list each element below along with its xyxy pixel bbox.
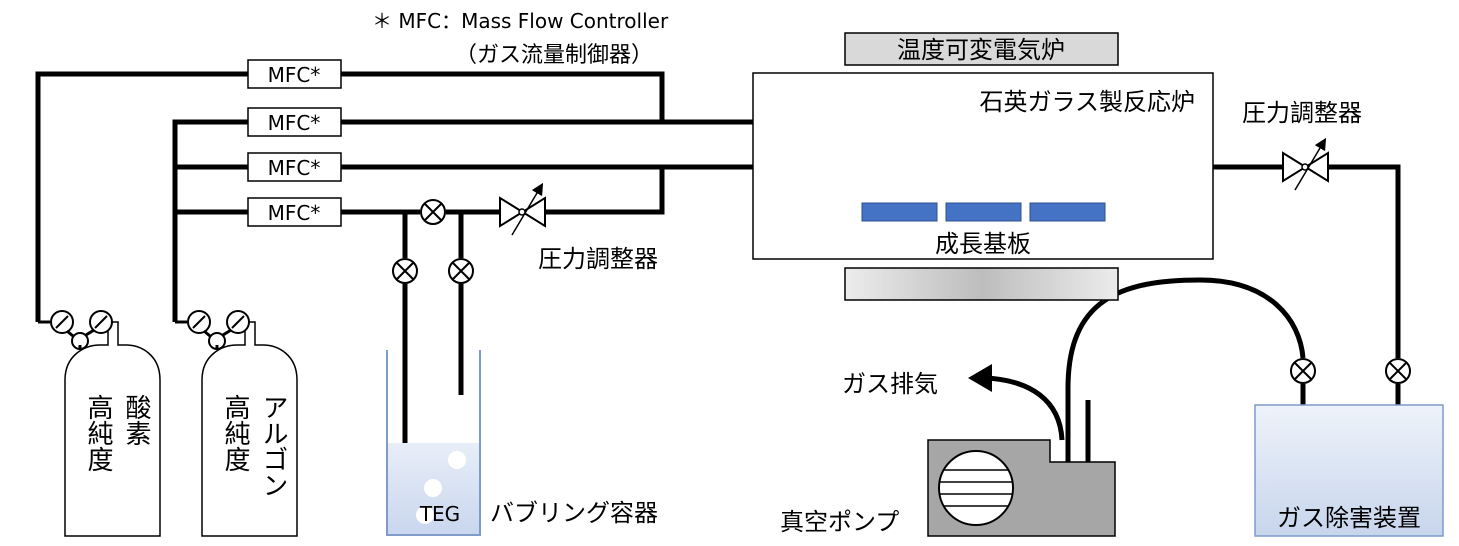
bubble: [424, 479, 442, 497]
mfc-argon-2: MFC*: [247, 152, 342, 182]
mfc-label: MFC*: [268, 63, 321, 87]
pressure-regulator-left-label: 圧力調整器: [538, 245, 658, 273]
pump-label: 真空ポンプ: [780, 508, 899, 536]
valve-icon: [1385, 358, 1411, 384]
valve-icon: [392, 258, 418, 284]
mfc-oxygen: MFC*: [247, 59, 342, 89]
cylinder-label: 高純度: [83, 394, 113, 472]
heater-top: 温度可変電気炉: [844, 32, 1119, 66]
heater-bottom: [844, 267, 1119, 301]
mfc-argon-3: MFC*: [247, 197, 342, 227]
substrates: [861, 202, 1106, 222]
oxygen-cylinder: 高純度 酸素: [64, 321, 161, 537]
exhaust-label: ガス排気: [842, 370, 938, 398]
argon-trunk-line: [172, 119, 248, 322]
bubbler-label: バブリング容器: [490, 499, 658, 527]
substrate: [861, 202, 938, 222]
cylinder-label: アルゴン: [258, 394, 288, 498]
cylinder-label: 酸素: [121, 394, 151, 446]
reactor: 石英ガラス製反応炉: [752, 72, 1214, 260]
vacuum-pump: [927, 439, 1116, 537]
footnote-line2: （ガス流量制御器）: [455, 43, 653, 68]
reactor-exhaust-line: [1213, 164, 1401, 405]
valve-icon: [1290, 358, 1316, 384]
bubbler-container: TEG: [386, 350, 481, 536]
argon-cylinder: 高純度 アルゴン: [201, 321, 298, 537]
pressure-regulator-right-label: 圧力調整器: [1242, 99, 1362, 127]
pressure-regulator-right-icon: [1282, 137, 1329, 191]
reactor-label: 石英ガラス製反応炉: [979, 88, 1195, 116]
substrate-label: 成長基板: [935, 230, 1031, 258]
footnote-line1: ＊ MFC：Mass Flow Controller: [372, 9, 669, 33]
exhaust-arrow-icon: [968, 364, 1065, 441]
oxygen-line: [35, 71, 665, 322]
cylinder-label: 高純度: [220, 394, 250, 472]
substrate: [945, 202, 1022, 222]
valve-icon: [420, 199, 446, 225]
pump-to-abatement-line: [1065, 277, 1306, 462]
mfc-argon-1: MFC*: [247, 107, 342, 137]
valve-icon: [448, 258, 474, 284]
mfc-label: MFC*: [268, 156, 321, 180]
mfc-label: MFC*: [268, 201, 321, 225]
bubble: [448, 451, 466, 469]
regulator-gauge-icon: [38, 310, 113, 350]
bubble: [416, 506, 434, 524]
bubbler-content-label: TEG: [419, 502, 460, 526]
abatement-unit: ガス除害装置: [1254, 404, 1444, 537]
mfc-label: MFC*: [268, 111, 321, 135]
pressure-regulator-left-icon: [499, 182, 546, 236]
abatement-label: ガス除害装置: [1277, 504, 1421, 532]
heater-label: 温度可変電気炉: [897, 36, 1065, 64]
substrate: [1029, 202, 1106, 222]
regulator-gauge-icon: [175, 310, 250, 350]
